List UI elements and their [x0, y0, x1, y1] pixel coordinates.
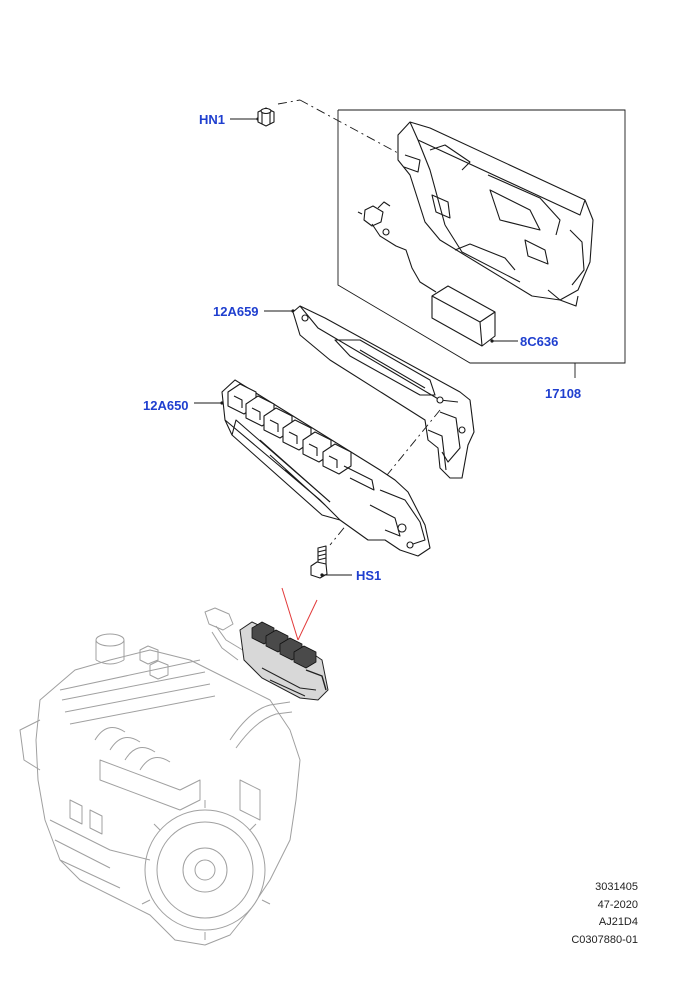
sensor-harness: [357, 201, 437, 293]
callout-17108[interactable]: 17108: [545, 386, 582, 401]
callout-12a650[interactable]: 12A650: [143, 398, 189, 413]
callout-8c636[interactable]: 8C636: [520, 334, 559, 349]
callout-hs1[interactable]: HS1: [356, 568, 382, 583]
illustration-date: 47-2020: [597, 898, 638, 911]
bracket-17108[interactable]: [397, 121, 594, 307]
location-indicator: [281, 587, 318, 641]
illustration-info: 3031405 47-2020 AJ21D4 C0307880-01: [571, 879, 638, 949]
engine-context-view: [19, 607, 329, 946]
assembly-17108-frame: [337, 109, 626, 378]
callout-12a659[interactable]: 12A659: [213, 304, 259, 319]
illustration-reference: C0307880-01: [571, 933, 638, 946]
ecu-12a650[interactable]: [194, 379, 431, 557]
pad-8c636[interactable]: [431, 285, 518, 347]
bracket-12a659[interactable]: [264, 305, 475, 479]
bolt-hs1[interactable]: [310, 545, 352, 579]
nut-hn1[interactable]: [230, 107, 275, 127]
illustration-model-code: AJ21D4: [598, 916, 638, 928]
illustration-number: 3031405: [595, 881, 638, 893]
callout-hn1[interactable]: HN1: [199, 112, 226, 127]
